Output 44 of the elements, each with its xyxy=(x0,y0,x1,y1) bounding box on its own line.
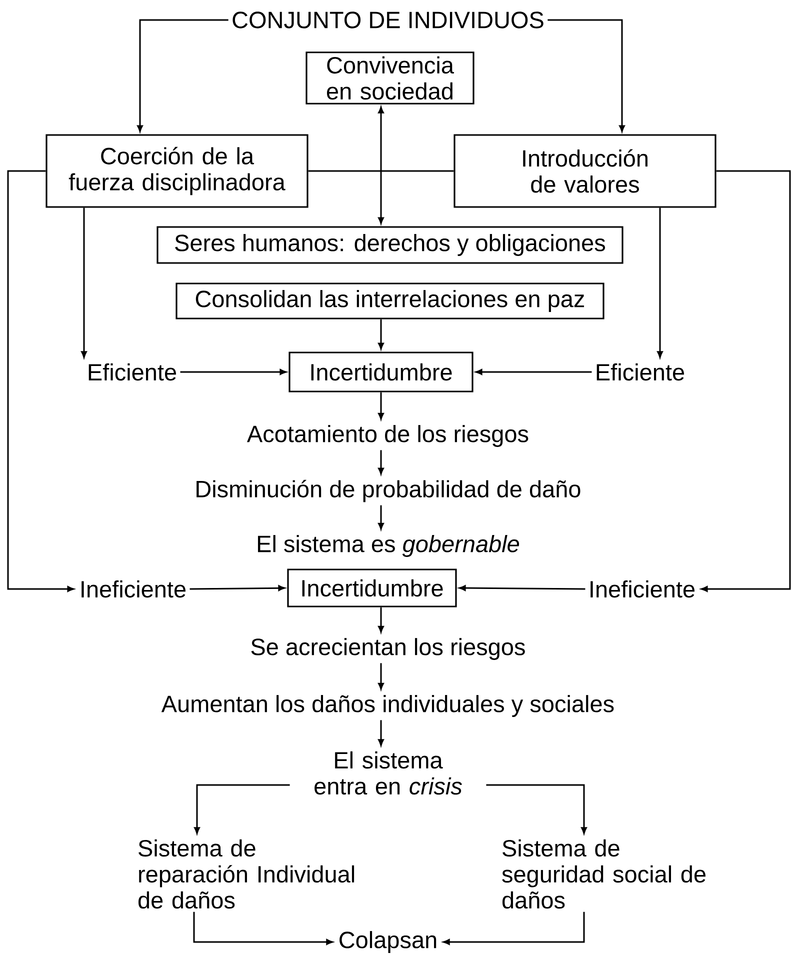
arrow xyxy=(81,208,87,358)
arrow xyxy=(193,912,333,945)
flow-text: Disminución de probabilidad de daño xyxy=(196,480,580,502)
arrow xyxy=(459,585,586,591)
process-box: Incertidumbre xyxy=(288,352,474,392)
arrow xyxy=(701,170,791,592)
flow-text: Sistema de seguridad social de daños xyxy=(502,839,706,909)
arrow xyxy=(378,450,384,474)
arrow xyxy=(378,607,384,633)
process-box: Coerción de la fuerza disciplinadora xyxy=(46,134,308,208)
flow-text: Eficiente xyxy=(88,363,176,381)
arrow xyxy=(378,505,384,530)
flow-text: Acotamiento de los riesgos xyxy=(246,425,528,447)
arrow xyxy=(378,319,384,350)
arrow xyxy=(378,663,384,690)
arrow xyxy=(7,170,74,592)
flow-text: Se acrecientan los riesgos xyxy=(251,638,525,660)
flow-text: El sistema entra en crisis xyxy=(314,751,462,795)
process-box: Consolidan las interrelaciones en paz xyxy=(176,282,604,320)
process-box: Convivencia en sociedad xyxy=(306,52,474,104)
flow-text: CONJUNTO DE INDIVIDUOS xyxy=(232,12,544,28)
flow-text: Aumentan los daños individuales y sociales xyxy=(161,695,614,717)
arrow xyxy=(190,585,285,591)
arrow xyxy=(378,106,384,224)
flow-text: El sistema es gobernable xyxy=(258,535,520,557)
arrow xyxy=(548,19,625,132)
arrow xyxy=(194,784,290,834)
flow-text: Ineficiente xyxy=(590,580,694,598)
connector-line xyxy=(308,170,454,172)
process-box: Seres humanos: derechos y obligaciones xyxy=(156,226,624,264)
arrow xyxy=(476,369,592,375)
process-box: Introducción de valores xyxy=(454,134,716,208)
arrow xyxy=(443,912,585,945)
flow-text: Sistema de reparación Individual de daños xyxy=(138,839,354,909)
arrow xyxy=(180,369,286,375)
process-box: Incertidumbre xyxy=(287,568,457,608)
flow-text: Colapsan xyxy=(340,931,436,953)
arrow xyxy=(137,19,228,132)
arrow xyxy=(378,392,384,420)
arrow xyxy=(486,784,587,834)
flow-text: Ineficiente xyxy=(82,580,186,598)
arrow xyxy=(378,720,384,746)
arrow xyxy=(657,208,663,358)
flow-text: Eficiente xyxy=(596,363,684,381)
